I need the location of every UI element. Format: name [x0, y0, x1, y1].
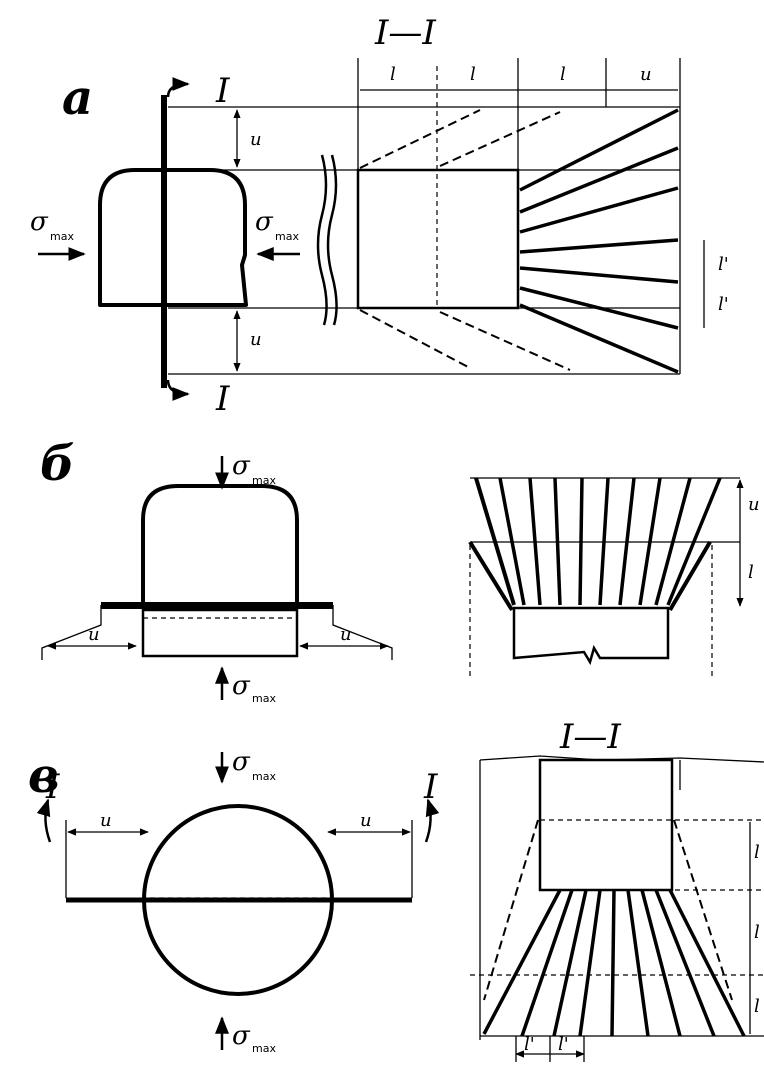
dim-l-1: l	[390, 64, 396, 85]
sigma-bottom-v: σ	[232, 1021, 251, 1051]
section-label-v: I—I	[559, 717, 621, 757]
crack-bot-2	[439, 311, 571, 371]
dim-lprime-v-1: l'	[524, 1034, 535, 1055]
tunnel-cross-section	[98, 168, 248, 307]
section-arrow-v-right	[424, 798, 440, 843]
sigma-top-v-sub: max	[252, 770, 276, 783]
dim-u-b-right: u	[748, 494, 760, 515]
dim-lprime-v-2: l'	[558, 1034, 569, 1055]
dim-u-3: u	[640, 64, 652, 85]
sigma-bottom-v-sub: max	[252, 1042, 276, 1055]
ray-fan-v	[470, 755, 764, 1040]
section-mark-v-right: I	[423, 767, 438, 807]
dim-u-left-b-label: u	[88, 624, 100, 645]
panel-label-a: а	[62, 70, 93, 126]
panel-label-b: б	[40, 436, 75, 492]
panel-v: в σ max u u I I σ max I—I	[28, 717, 764, 1062]
crack-bot-1	[359, 309, 471, 369]
rock-profile-left-b	[41, 605, 102, 660]
dim-u-v-right-label: u	[360, 810, 372, 831]
ray-fan-b	[468, 477, 740, 680]
dim-u-top-label: u	[250, 129, 262, 150]
dim-l-3: l	[560, 64, 566, 85]
section-mark-bottom: I	[215, 379, 230, 419]
dim-l-2: l	[470, 64, 476, 85]
floor-plate-b	[101, 602, 333, 609]
dim-u-right-b-label: u	[340, 624, 352, 645]
ray-fan-a	[519, 108, 679, 374]
dim-l-v-1: l	[754, 842, 760, 863]
dim-l-v-3: l	[754, 996, 760, 1017]
rock-profile-right-b	[332, 605, 393, 660]
opening-section	[356, 168, 520, 310]
panel-a: а I—I I I u u σ max σ max	[30, 13, 729, 419]
tunnel-b	[141, 484, 299, 605]
section-arrow-v-left	[36, 798, 52, 843]
dim-u-v-left-label: u	[100, 810, 112, 831]
sigma-left: σ	[30, 207, 49, 237]
sigma-bottom-b-sub: max	[252, 692, 276, 705]
sigma-bottom-b: σ	[232, 671, 251, 701]
sigma-top-v: σ	[232, 747, 251, 777]
sigma-right-sub: max	[275, 230, 299, 243]
sigma-right: σ	[255, 207, 274, 237]
crack-top-1	[359, 109, 481, 169]
dim-lprime-2: l'	[718, 294, 729, 315]
crack-top-2	[439, 111, 561, 167]
dim-u-bottom-label: u	[250, 329, 262, 350]
dim-l-b-right: l	[748, 562, 754, 583]
dim-l-v-2: l	[754, 922, 760, 943]
section-mark-v-left: I	[45, 767, 60, 807]
sigma-left-sub: max	[50, 230, 74, 243]
dim-lprime-1: l'	[718, 254, 729, 275]
sigma-top-b-sub: max	[252, 474, 276, 487]
section-mark-top: I	[215, 71, 230, 111]
panel-b: б σ max u u σ max	[40, 436, 760, 705]
sigma-top-b: σ	[232, 451, 251, 481]
invert-b	[141, 608, 299, 658]
section-arrow-top	[166, 77, 190, 98]
panel-label-v: в	[28, 748, 60, 804]
break-line-1	[316, 154, 328, 326]
section-label-a: I—I	[374, 13, 436, 53]
break-line-2	[326, 154, 338, 326]
section-arrow-bottom	[166, 379, 190, 401]
